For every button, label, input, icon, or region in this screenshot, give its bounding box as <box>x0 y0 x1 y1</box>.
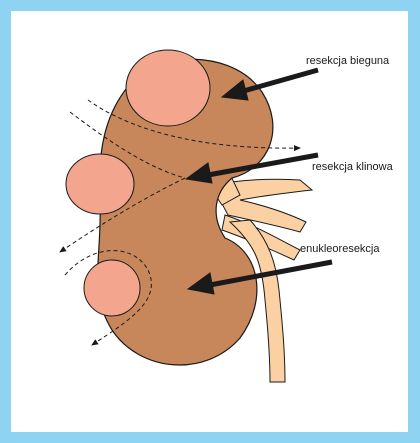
resection-lines <box>59 99 301 346</box>
tumor-upper-pole <box>125 49 211 127</box>
label-wedge-resection: resekcja klinowa <box>312 161 394 173</box>
label-pole-resection: resekcja bieguna <box>306 55 390 67</box>
pointer-arrows <box>184 67 333 295</box>
renal-vessels <box>204 169 314 383</box>
label-enucleoresection: enukleoresekcja <box>300 243 380 255</box>
tumor-lateral <box>65 153 135 215</box>
tumor-lower <box>83 259 141 317</box>
